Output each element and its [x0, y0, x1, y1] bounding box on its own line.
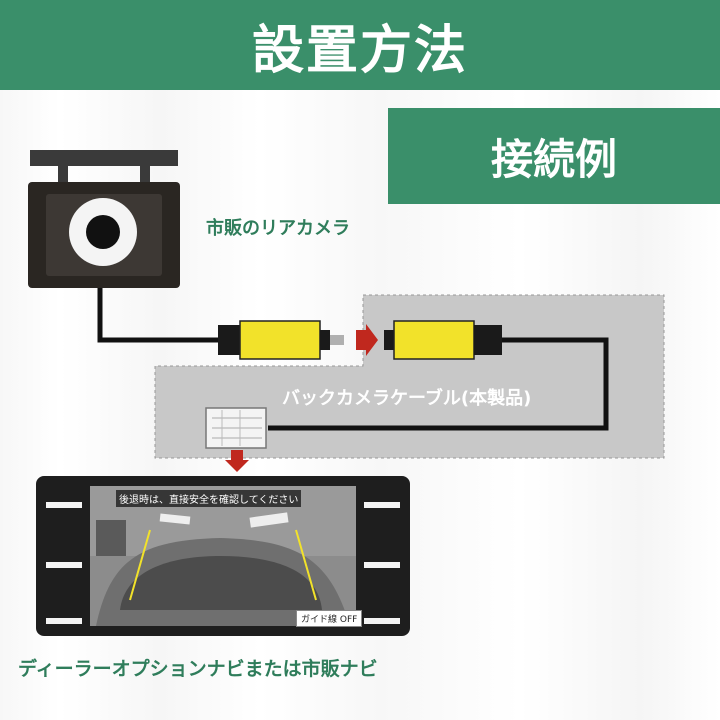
product-cable — [268, 337, 609, 431]
cable-region — [154, 294, 665, 459]
rear-camera-icon — [28, 150, 180, 288]
navigation-unit-icon — [36, 476, 410, 636]
cable-rca-connector — [384, 320, 502, 360]
connection-example-badge: 接続例 — [388, 108, 720, 204]
connect-arrow-right-icon — [356, 324, 378, 356]
badge-label: 接続例 — [490, 134, 617, 184]
header-bar: 設置方法 — [0, 0, 720, 90]
page-title: 設置方法 — [251, 20, 468, 81]
rear-camera-label: 市販のリアカメラ — [206, 218, 350, 239]
cable-label: バックカメラケーブル(本製品) — [282, 388, 532, 409]
navi-label: ディーラーオプションナビまたは市販ナビ — [18, 658, 378, 680]
connect-arrow-down-icon — [225, 450, 249, 472]
screen-warning-text: 後退時は、直接安全を確認してください — [116, 490, 302, 507]
guide-line-status: ガイド線 OFF — [296, 610, 363, 627]
camera-rca-connector — [218, 320, 344, 360]
camera-cable — [97, 288, 240, 343]
navi-connector — [205, 407, 267, 449]
